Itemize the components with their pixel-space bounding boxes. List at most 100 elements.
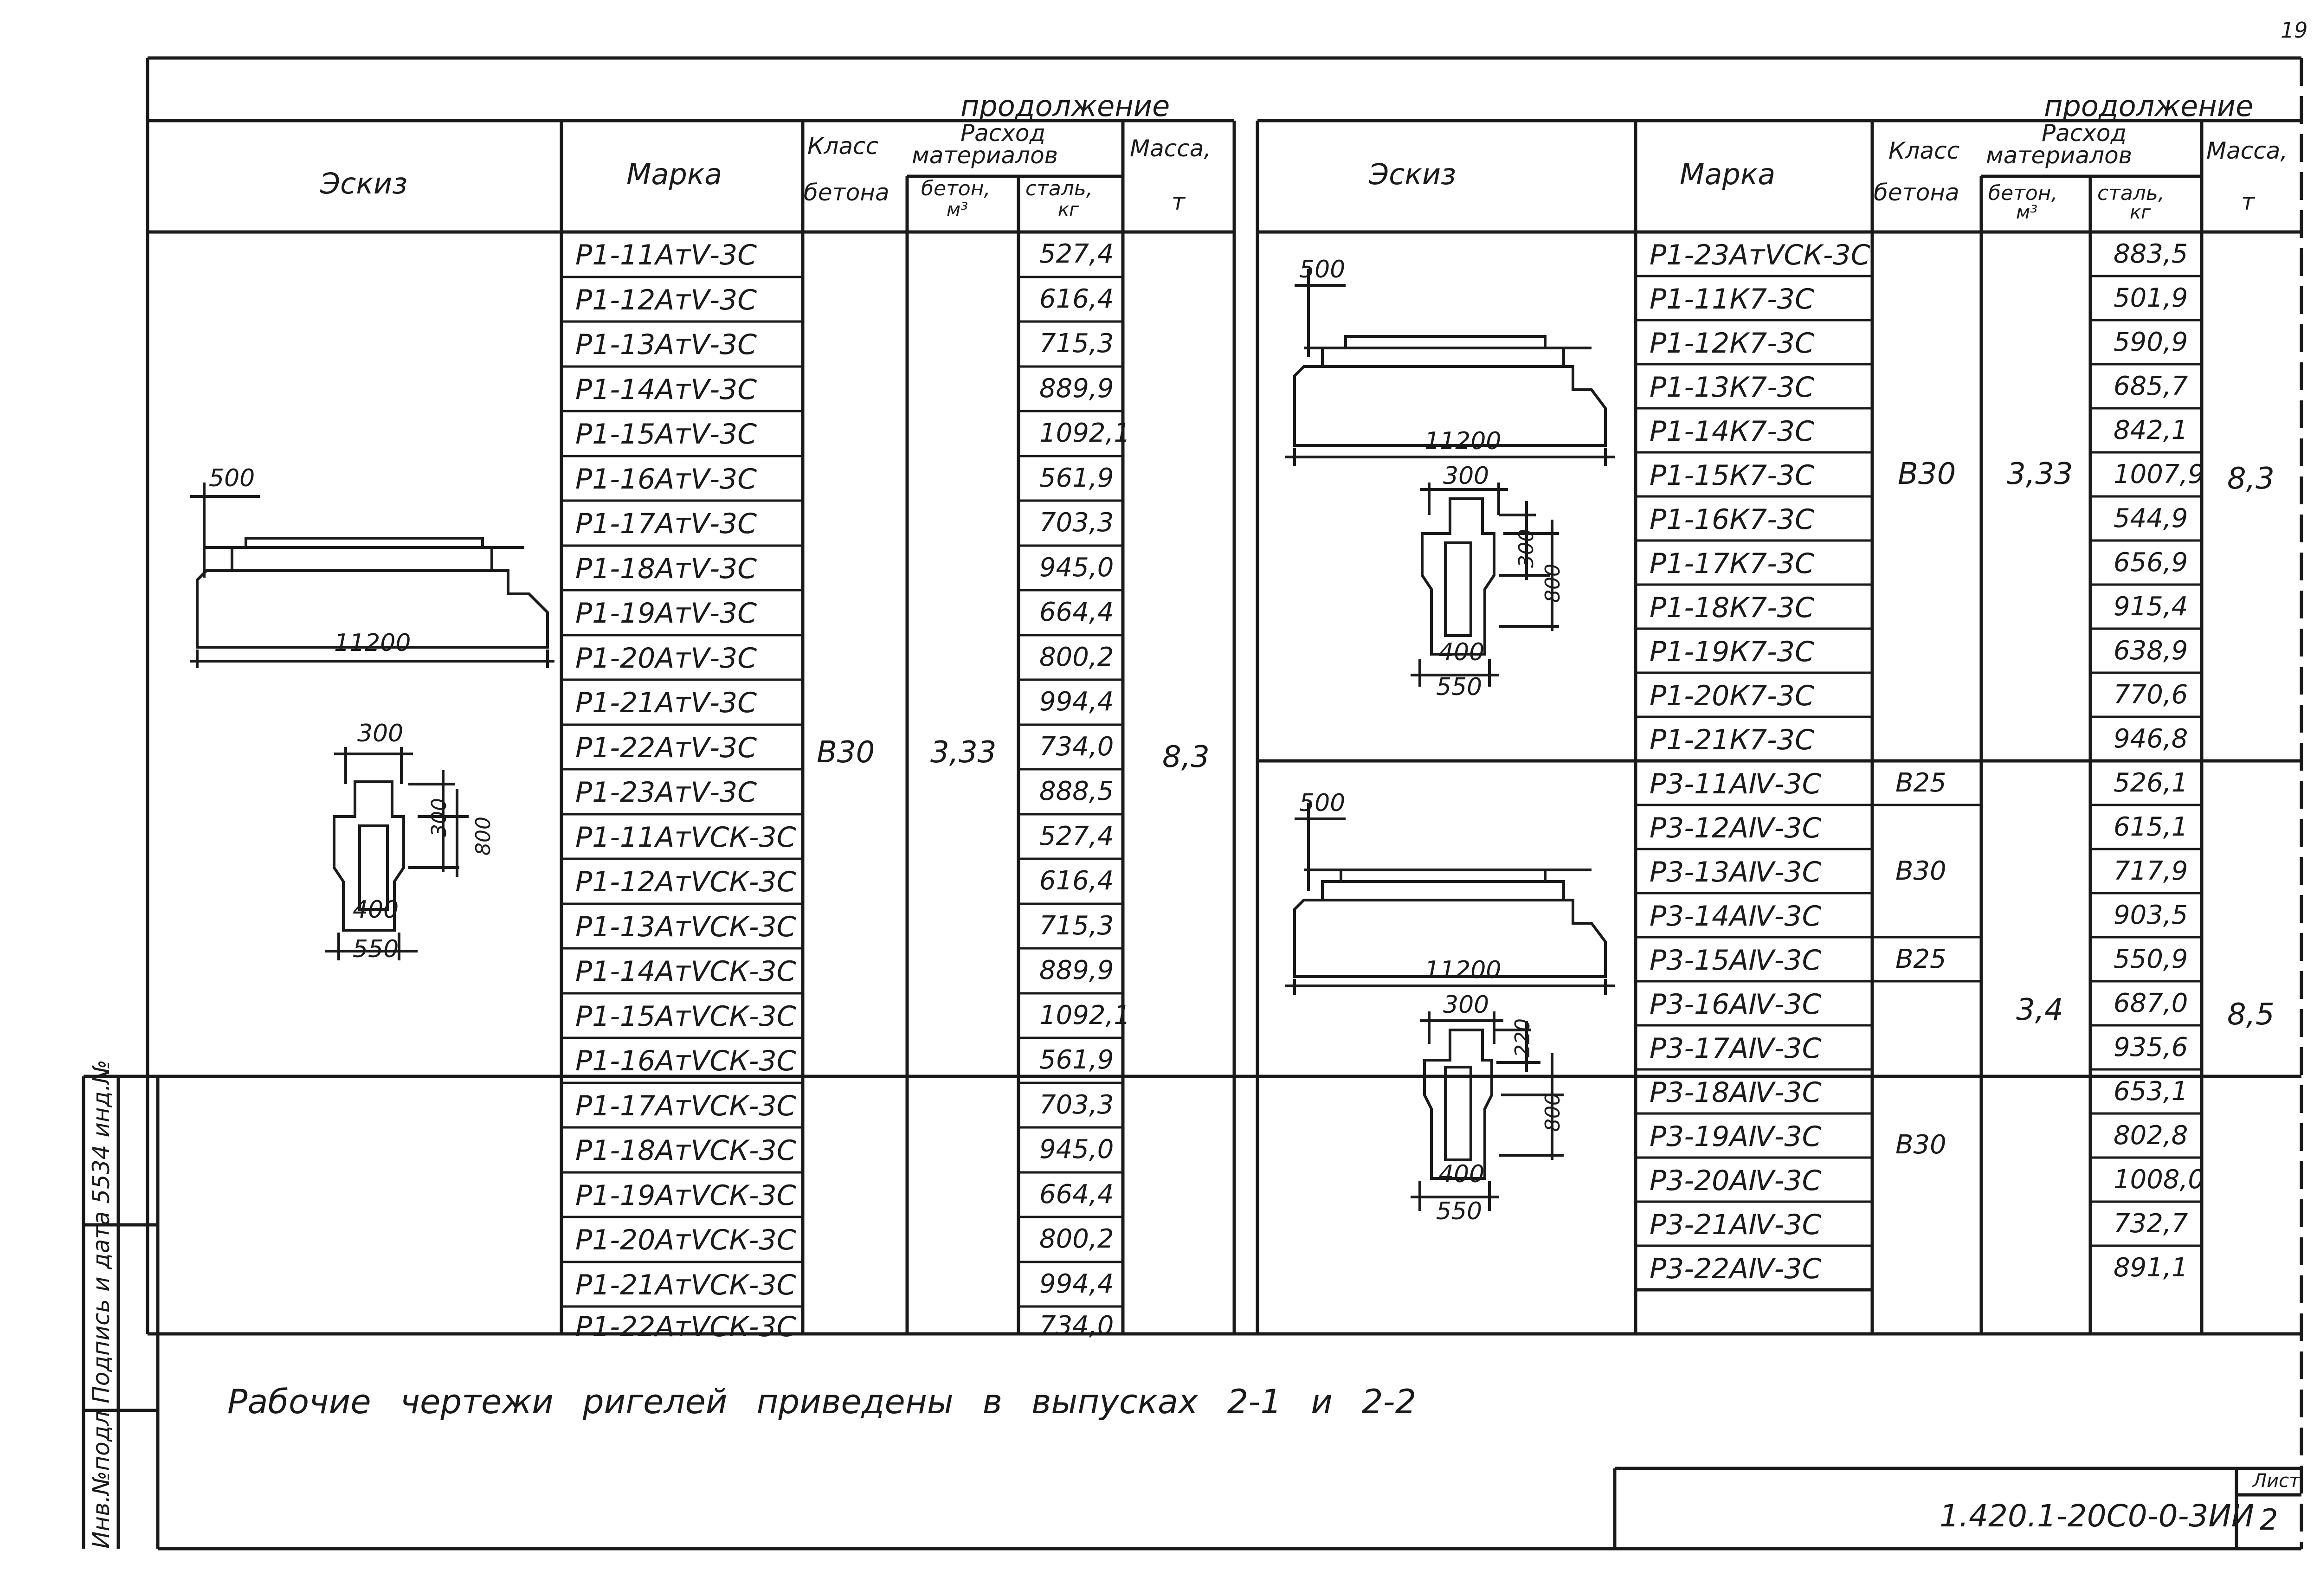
left-steel-1: 527,4 xyxy=(1039,239,1114,269)
right1-mark-9: Р1-18К7-3С xyxy=(1650,592,1814,624)
left-mark-16: Р1-13АтⅤСК-3С xyxy=(575,911,796,943)
left-header-consumption-1: Расход xyxy=(960,120,1046,147)
left-mark-23: Р1-20АтⅤСК-3С xyxy=(575,1224,796,1256)
right1-mark-8: Р1-17К7-3С xyxy=(1650,547,1814,580)
right2-steel-6: 687,0 xyxy=(2114,988,2188,1018)
right-header-mass-1: Масса, xyxy=(2206,137,2288,164)
left-header-steel-kg-2: кг xyxy=(1058,199,1079,220)
right1-dim-top: 500 xyxy=(1299,256,1346,283)
right2-steel-1: 526,1 xyxy=(2114,768,2188,798)
sketch-right2-elevation xyxy=(1285,803,1615,995)
left-mark-18: Р1-15АтⅤСК-3С xyxy=(575,1000,796,1033)
right2-dim-top: 500 xyxy=(1299,789,1346,817)
right-header-sketch: Эскиз xyxy=(1369,157,1456,191)
right1-mark-2: Р1-11К7-3С xyxy=(1650,283,1814,315)
left-steel-13: 888,5 xyxy=(1039,776,1114,806)
right1-dim-h: 800 xyxy=(1540,564,1565,603)
left-mass: 8,3 xyxy=(1162,740,1210,774)
right2-dim-length: 11200 xyxy=(1424,956,1502,984)
right1-steel-6: 1007,9 xyxy=(2114,459,2204,489)
right2-mass: 8,5 xyxy=(2227,998,2275,1032)
left-dim-length: 11200 xyxy=(334,629,411,657)
left-steel-11: 994,4 xyxy=(1039,687,1114,717)
left-steel-24: 994,4 xyxy=(1039,1269,1114,1299)
right2-mark-8: Р3-18АⅣ-3С xyxy=(1650,1076,1822,1109)
left-concrete-class: В30 xyxy=(817,735,875,770)
left-steel-4: 889,9 xyxy=(1039,373,1114,404)
right1-dim-length: 11200 xyxy=(1424,427,1502,455)
right1-steel-10: 638,9 xyxy=(2114,636,2188,666)
left-steel-20: 703,3 xyxy=(1039,1090,1114,1120)
right2-steel-11: 732,7 xyxy=(2114,1209,2188,1239)
left-dim-w2: 550 xyxy=(353,935,399,963)
right2-mark-10: Р3-20АⅣ-3С xyxy=(1650,1165,1822,1197)
right2-steel-7: 935,6 xyxy=(2114,1032,2188,1062)
right2-class-1: В25 xyxy=(1895,768,1946,798)
right1-steel-4: 685,7 xyxy=(2114,371,2188,401)
right1-steel-5: 842,1 xyxy=(2114,415,2188,445)
left-steel-14: 527,4 xyxy=(1039,821,1114,851)
right-header-mark: Марка xyxy=(1680,157,1776,191)
left-header-mark: Марка xyxy=(626,157,722,191)
right2-mark-2: Р3-12АⅣ-3С xyxy=(1650,812,1822,844)
right1-mark-10: Р1-19К7-3С xyxy=(1650,636,1814,668)
right1-mark-4: Р1-13К7-3С xyxy=(1650,371,1814,404)
side-stamp: Инв.№подл Подпись и дата 5534 инд.№ xyxy=(88,1059,115,1549)
right2-steel-12: 891,1 xyxy=(2114,1253,2188,1283)
right1-mark-5: Р1-14К7-3С xyxy=(1650,415,1814,448)
left-mark-12: Р1-22АтⅤ-3С xyxy=(575,732,757,764)
right2-concrete-volume: 3,4 xyxy=(2016,993,2063,1027)
right-header-steel-kg-2: кг xyxy=(2130,202,2151,223)
right2-steel-10: 1008,0 xyxy=(2114,1165,2204,1195)
left-steel-5: 1092,1 xyxy=(1039,418,1130,448)
right1-steel-12: 946,8 xyxy=(2114,724,2188,754)
left-header-sketch: Эскиз xyxy=(320,167,408,200)
left-steel-18: 1092,1 xyxy=(1039,1000,1130,1030)
right1-mark-3: Р1-12К7-3С xyxy=(1650,327,1814,360)
left-dim-width-top: 300 xyxy=(357,720,404,747)
left-mark-11: Р1-21АтⅤ-3С xyxy=(575,687,757,719)
left-continued-label: продолжение xyxy=(960,89,1170,123)
right-header-steel-kg-1: сталь, xyxy=(2097,181,2165,205)
right1-concrete-class: В30 xyxy=(1898,457,1956,491)
sketch-left-elevation xyxy=(190,483,554,668)
left-header-mass-1: Масса, xyxy=(1130,135,1212,162)
left-mark-24: Р1-21АтⅤСК-3С xyxy=(575,1269,796,1301)
right2-dim-w2: 550 xyxy=(1436,1197,1482,1225)
right2-mark-5: Р3-15АⅣ-3С xyxy=(1650,944,1822,977)
right-header-class-1: Класс xyxy=(1888,137,1960,164)
right2-steel-5: 550,9 xyxy=(2114,944,2188,974)
right2-class-5: В25 xyxy=(1895,944,1946,974)
left-header-class-1: Класс xyxy=(807,133,879,160)
document-code: 1.420.1-20С0-0-3ИИ xyxy=(1940,1498,2255,1534)
left-steel-19: 561,9 xyxy=(1039,1045,1114,1075)
left-steel-16: 715,3 xyxy=(1039,911,1114,941)
right1-mark-1: Р1-23АтⅤСК-3С xyxy=(1650,239,1870,271)
right1-mark-7: Р1-16К7-3С xyxy=(1650,503,1814,536)
sheet-number: 2 xyxy=(2260,1503,2278,1537)
right1-steel-3: 590,9 xyxy=(2114,327,2188,357)
left-steel-7: 703,3 xyxy=(1039,508,1114,538)
right2-mark-3: Р3-13АⅣ-3С xyxy=(1650,856,1822,888)
left-header-mass-2: т xyxy=(1172,188,1186,215)
right2-mark-9: Р3-19АⅣ-3С xyxy=(1650,1120,1822,1153)
right2-mark-4: Р3-14АⅣ-3С xyxy=(1650,900,1822,933)
left-concrete-volume: 3,33 xyxy=(930,735,997,770)
right1-steel-7: 544,9 xyxy=(2114,503,2188,534)
right1-steel-9: 915,4 xyxy=(2114,592,2188,622)
right2-mark-11: Р3-21АⅣ-3С xyxy=(1650,1209,1822,1241)
drawing-note: Рабочие чертежи ригелей приведены в выпу… xyxy=(227,1382,1417,1421)
left-mark-19: Р1-16АтⅤСК-3С xyxy=(575,1045,796,1077)
right2-mark-1: Р3-11АⅣ-3С xyxy=(1650,768,1822,800)
left-steel-15: 616,4 xyxy=(1039,866,1114,896)
left-dim-h1: 300 xyxy=(427,798,451,837)
right1-mark-12: Р1-21К7-3С xyxy=(1650,724,1814,756)
left-steel-9: 664,4 xyxy=(1039,597,1114,627)
right2-steel-9: 802,8 xyxy=(2114,1120,2188,1151)
right2-mark-6: Р3-16АⅣ-3С xyxy=(1650,988,1822,1021)
right2-class-3: В30 xyxy=(1895,856,1946,886)
sketch-right1-section xyxy=(1411,483,1559,687)
left-steel-6: 561,9 xyxy=(1039,463,1114,493)
right-header-concrete-m3-2: м³ xyxy=(2016,202,2038,223)
right1-mark-11: Р1-20К7-3С xyxy=(1650,680,1814,712)
